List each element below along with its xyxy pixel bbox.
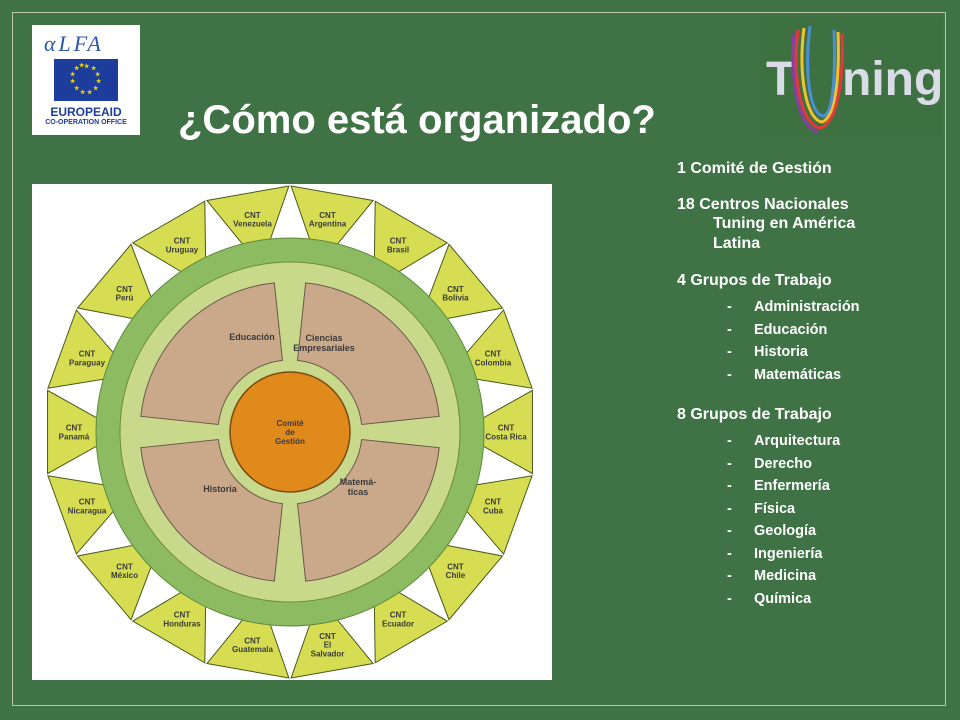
svg-text:★: ★ [84, 63, 90, 70]
tuning-swirl-icon [791, 25, 844, 134]
europeaid-wordmark: EUROPEAID [50, 105, 122, 119]
alfa-europeaid-logo: αLFA ★★★ ★★★ ★★★ ★★★ EUROPEAID CO-OPERAT… [32, 25, 140, 135]
list-item: -Química [727, 590, 812, 607]
quadrant-historia [140, 438, 284, 582]
centros-line-1: 18 Centros Nacionales [677, 196, 849, 213]
svg-text:★: ★ [74, 65, 80, 72]
comite-circle [229, 371, 351, 493]
centros-line-3: Latina [713, 235, 761, 252]
centros-heading: 18 Centros Nacionales Tuning en América … [677, 196, 947, 254]
cnt-triangle [456, 389, 533, 475]
cnt-triangle [417, 539, 504, 621]
list-item: -Administración [727, 299, 860, 315]
svg-text:★: ★ [80, 89, 86, 96]
cnt-triangle [417, 243, 504, 325]
cnt-triangle [131, 200, 207, 288]
centros-line-2: Tuning en América [713, 215, 856, 232]
cnt-triangle [290, 596, 375, 679]
svg-text:★: ★ [79, 62, 85, 69]
svg-text:★: ★ [74, 85, 80, 92]
eu-flag-icon: ★★★ ★★★ ★★★ ★★★ [54, 59, 118, 101]
svg-text:★: ★ [96, 78, 102, 85]
svg-text:★: ★ [87, 89, 93, 96]
list-item: -Matemáticas [727, 366, 842, 383]
organization-summary: 1 Comité de Gestión 18 Centros Nacionale… [677, 160, 947, 630]
grupos8-list: -Arquitectura -Derecho -Enfermería -Físi… [677, 430, 947, 610]
cnt-triangle [47, 389, 124, 475]
list-item: -Educación [727, 321, 828, 338]
quadrant-matematicas [296, 438, 440, 582]
list-item: -Ingeniería [727, 545, 823, 562]
grupos4-heading: 4 Grupos de Trabajo [677, 272, 832, 289]
svg-text:★: ★ [70, 78, 76, 85]
list-item: -Física [727, 500, 796, 517]
slide-border [12, 12, 946, 706]
list-item: -Enfermería [727, 478, 830, 494]
page-title: ¿Cómo está organizado? [178, 98, 656, 142]
svg-text:★: ★ [95, 71, 101, 78]
cnt-triangle [76, 243, 163, 325]
comite-heading: 1 Comité de Gestión [677, 160, 832, 177]
cnt-triangle [205, 596, 290, 679]
cnt-triangle [76, 539, 163, 621]
quadrant-educacion [140, 282, 284, 426]
list-item: -Arquitectura [727, 433, 841, 449]
educacion-label: Educación [229, 332, 275, 342]
grupos4-list: -Administración -Educación -Historia -Ma… [677, 296, 947, 386]
historia-label: Historia [203, 484, 238, 494]
tuning-letters-ning: ning [842, 53, 944, 106]
cnt-triangle [205, 185, 290, 268]
cnt-triangle [373, 576, 449, 664]
list-item: -Derecho [727, 455, 813, 472]
grupos8-heading: 8 Grupos de Trabajo [677, 406, 832, 423]
alfa-wordmark: αLFA [44, 31, 104, 56]
svg-text:★: ★ [91, 65, 97, 72]
tuning-letter-t: T [766, 53, 796, 106]
cnt-triangle [131, 576, 207, 664]
svg-text:★: ★ [93, 85, 99, 92]
svg-text:★: ★ [70, 71, 76, 78]
list-item: -Medicina [727, 568, 817, 584]
cnt-triangle [290, 185, 375, 268]
quadrant-ciencias [296, 282, 440, 426]
tuning-logo: T ning [760, 18, 944, 136]
cooperation-office-text: CO-OPERATION OFFICE [45, 119, 127, 126]
matematicas-label: Matemá-ticas [340, 477, 377, 497]
list-item: -Geología [727, 523, 817, 539]
cnt-triangle [373, 200, 449, 288]
list-item: -Historia [727, 344, 808, 360]
